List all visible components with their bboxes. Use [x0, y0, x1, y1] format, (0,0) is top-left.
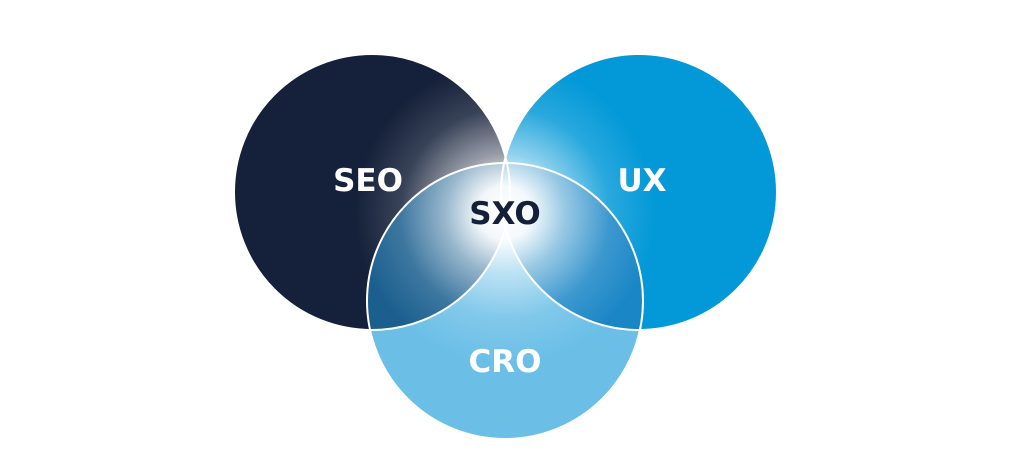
label-sxo: SXO [469, 196, 540, 232]
center-glow [345, 53, 665, 373]
label-cro: CRO [469, 344, 542, 380]
venn-outlines [233, 53, 778, 440]
label-ux: UX [617, 163, 666, 199]
label-seo: SEO [333, 163, 403, 199]
